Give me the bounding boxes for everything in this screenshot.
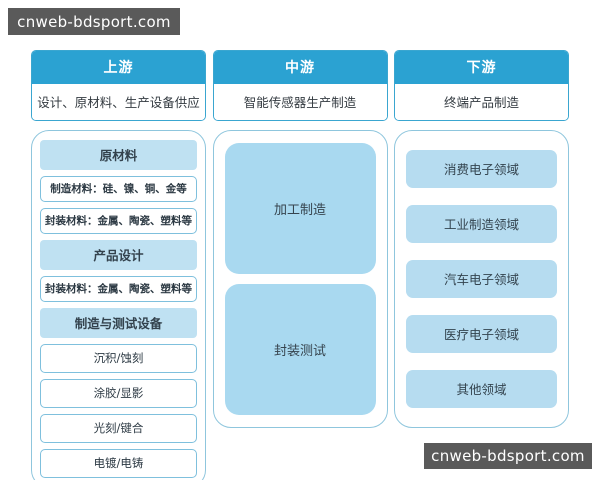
downstream-pill-automotive-electronics: 汽车电子领域 bbox=[406, 259, 557, 298]
midstream-header-card: 中游 智能传感器生产制造 bbox=[212, 50, 388, 121]
column-downstream: 下游 终端产品制造 消费电子领域 工业制造领域 汽车电子领域 医疗电子领域 其他… bbox=[394, 50, 569, 428]
upstream-item-deposition-etching: 沉积/蚀刻 bbox=[40, 344, 197, 373]
upstream-title: 上游 bbox=[32, 51, 205, 84]
upstream-group-head-product-design: 产品设计 bbox=[40, 240, 197, 270]
upstream-group-head-raw-materials: 原材料 bbox=[40, 140, 197, 170]
upstream-item-packaging-materials-a: 封装材料：金属、陶瓷、塑料等 bbox=[40, 208, 197, 234]
watermark-top-left: cnweb-bdsport.com bbox=[8, 8, 180, 35]
downstream-title: 下游 bbox=[395, 51, 568, 84]
upstream-body: 原材料 制造材料：硅、镍、铜、金等 封装材料：金属、陶瓷、塑料等 产品设计 封装… bbox=[31, 130, 206, 480]
midstream-subtitle: 智能传感器生产制造 bbox=[213, 84, 387, 120]
downstream-header-card: 下游 终端产品制造 bbox=[394, 50, 569, 121]
upstream-item-packaging-materials-b: 封装材料：金属、陶瓷、塑料等 bbox=[40, 276, 197, 302]
midstream-body: 加工制造 封装测试 bbox=[212, 130, 388, 428]
upstream-subtitle: 设计、原材料、生产设备供应 bbox=[32, 84, 205, 120]
column-upstream: 上游 设计、原材料、生产设备供应 原材料 制造材料：硅、镍、铜、金等 封装材料：… bbox=[31, 50, 206, 480]
upstream-item-manufacturing-materials: 制造材料：硅、镍、铜、金等 bbox=[40, 176, 197, 202]
column-midstream: 中游 智能传感器生产制造 加工制造 封装测试 bbox=[212, 50, 388, 428]
downstream-pill-medical-electronics: 医疗电子领域 bbox=[406, 314, 557, 353]
downstream-pill-industrial-manufacturing: 工业制造领域 bbox=[406, 205, 557, 244]
upstream-header-card: 上游 设计、原材料、生产设备供应 bbox=[31, 50, 206, 121]
upstream-item-coating-developing: 涂胶/显影 bbox=[40, 379, 197, 408]
midstream-box-processing: 加工制造 bbox=[224, 143, 376, 274]
midstream-title: 中游 bbox=[213, 51, 387, 84]
value-chain-columns: 上游 设计、原材料、生产设备供应 原材料 制造材料：硅、镍、铜、金等 封装材料：… bbox=[31, 50, 569, 480]
upstream-group-head-equipment: 制造与测试设备 bbox=[40, 308, 197, 338]
downstream-pill-other-fields: 其他领域 bbox=[406, 369, 557, 408]
upstream-item-plating-electroforming: 电镀/电铸 bbox=[40, 449, 197, 478]
midstream-box-packaging-testing: 封装测试 bbox=[224, 284, 376, 415]
downstream-subtitle: 终端产品制造 bbox=[395, 84, 568, 120]
watermark-bottom-right: cnweb-bdsport.com bbox=[424, 443, 592, 469]
downstream-pill-consumer-electronics: 消费电子领域 bbox=[406, 150, 557, 189]
downstream-body: 消费电子领域 工业制造领域 汽车电子领域 医疗电子领域 其他领域 bbox=[394, 130, 569, 428]
upstream-item-lithography-bonding: 光刻/键合 bbox=[40, 414, 197, 443]
